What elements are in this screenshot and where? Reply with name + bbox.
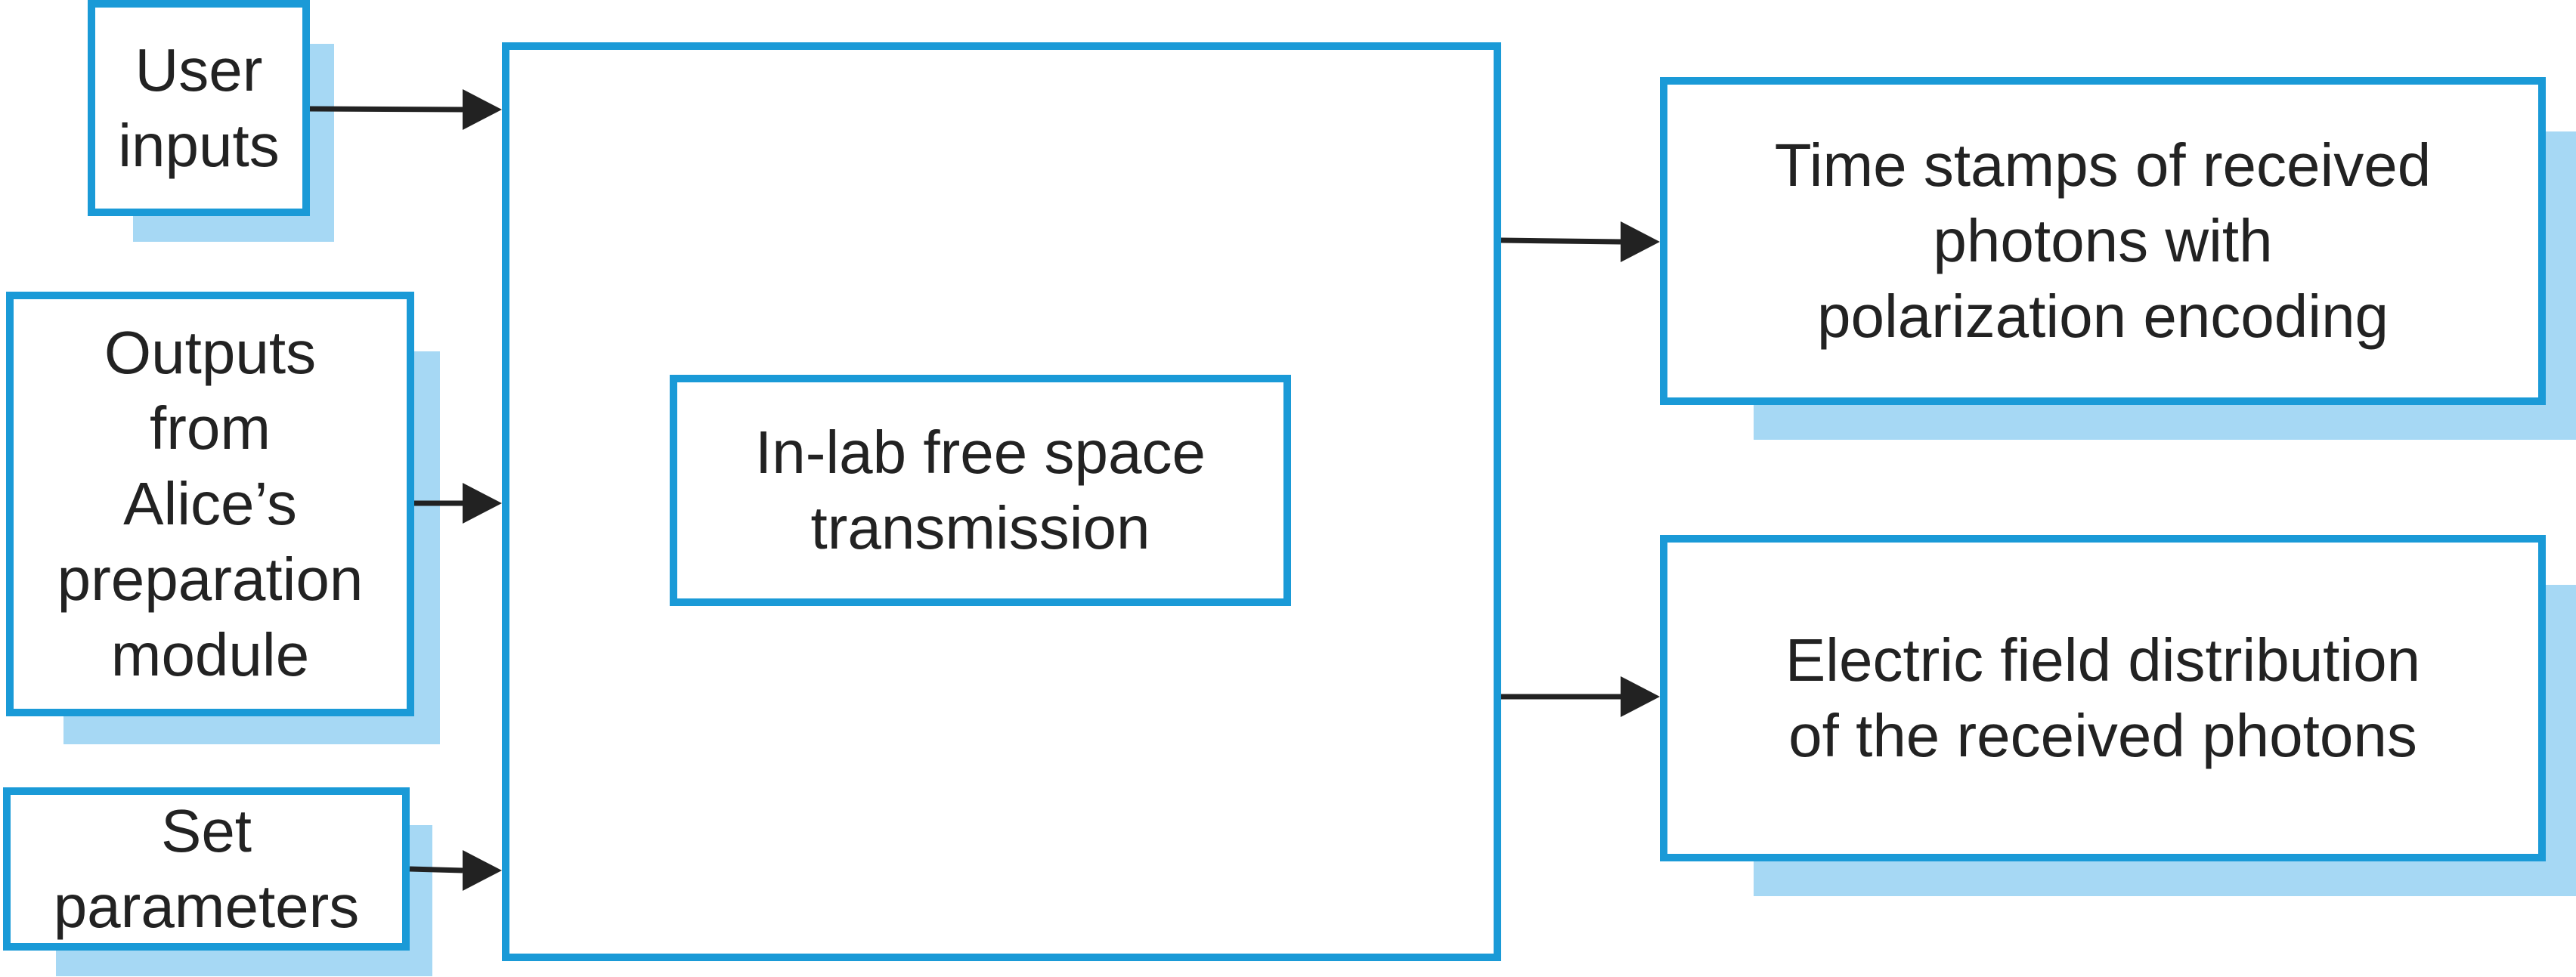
alice-outputs-line-1: Outputs — [104, 319, 317, 386]
electric-field-box: Electric field distribution of the recei… — [1660, 535, 2546, 861]
time-stamps-box: Time stamps of received photons with pol… — [1660, 77, 2546, 405]
arrow-user-inputs — [309, 106, 463, 113]
arrow-time-stamps — [1500, 237, 1621, 245]
set-parameters-line-1: Set — [160, 797, 252, 864]
arrow-set-parameters-head — [463, 850, 502, 891]
time-stamps-label: Time stamps of received photons with pol… — [1775, 128, 2431, 354]
electric-field-line-1: Electric field distribution — [1785, 626, 2421, 694]
electric-field-label: Electric field distribution of the recei… — [1785, 623, 2420, 774]
electric-field-line-2: of the received photons — [1788, 702, 2417, 769]
user-inputs-line-1: User — [135, 36, 263, 104]
set-parameters-label: Set parameters — [54, 793, 360, 945]
in-lab-transmission-label: In-lab free space transmission — [755, 415, 1206, 566]
alice-outputs-line-5: module — [110, 621, 310, 688]
arrow-set-parameters — [409, 866, 463, 873]
arrow-user-inputs-head — [463, 89, 502, 130]
alice-outputs-line-3: Alice’s — [123, 470, 297, 537]
alice-outputs-line-2: from — [149, 394, 271, 462]
arrow-alice-outputs-head — [463, 483, 502, 524]
in-lab-line-2: transmission — [810, 494, 1150, 561]
time-stamps-line-2: photons with — [1933, 207, 2273, 274]
time-stamps-line-1: Time stamps of received — [1774, 131, 2432, 199]
user-inputs-label: User inputs — [118, 32, 279, 184]
time-stamps-line-3: polarization encoding — [1816, 283, 2389, 350]
alice-outputs-box: Outputs from Alice’s preparation module — [6, 292, 414, 716]
in-lab-transmission-box: In-lab free space transmission — [670, 375, 1291, 606]
alice-outputs-line-4: preparation — [57, 546, 364, 613]
in-lab-line-1: In-lab free space — [755, 419, 1206, 486]
set-parameters-box: Set parameters — [3, 787, 410, 951]
user-inputs-box: User inputs — [88, 0, 310, 216]
set-parameters-line-2: parameters — [53, 873, 360, 940]
alice-outputs-label: Outputs from Alice’s preparation module — [57, 315, 364, 693]
arrow-time-stamps-head — [1621, 221, 1660, 262]
arrow-electric-field-head — [1621, 676, 1660, 717]
user-inputs-line-2: inputs — [118, 112, 280, 179]
